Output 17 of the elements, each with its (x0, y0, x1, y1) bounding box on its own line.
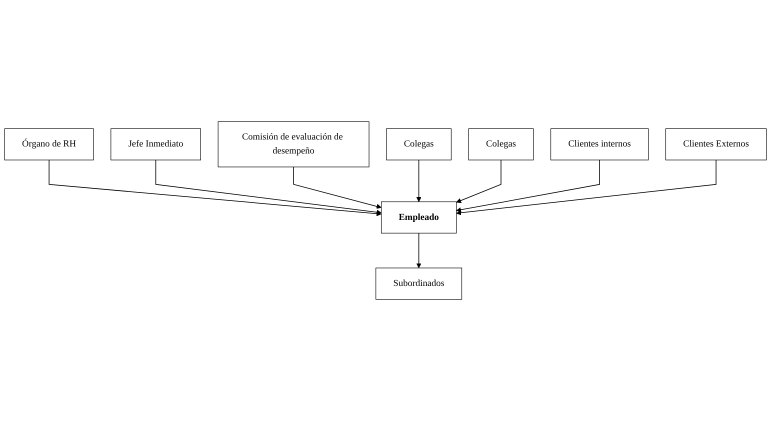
node-box: Clientes Externos (665, 128, 767, 160)
node-box: Subordinados (376, 268, 462, 300)
arrow (293, 166, 382, 209)
arrow (456, 160, 600, 212)
node-box: Comisión de evaluación de desempeño (218, 121, 370, 168)
node-box: Colegas (386, 128, 452, 160)
node-box: Empleado (380, 202, 457, 234)
node-box: Órgano de RH (4, 128, 94, 160)
arrow (48, 160, 382, 216)
arrow (416, 160, 422, 202)
node-box: Clientes internos (550, 128, 649, 160)
arrow (456, 160, 502, 203)
node-box: Colegas (468, 128, 534, 160)
arrow (155, 160, 382, 215)
arrow (416, 232, 422, 268)
arrow (456, 160, 716, 216)
node-box: Jefe Inmediato (110, 128, 201, 160)
